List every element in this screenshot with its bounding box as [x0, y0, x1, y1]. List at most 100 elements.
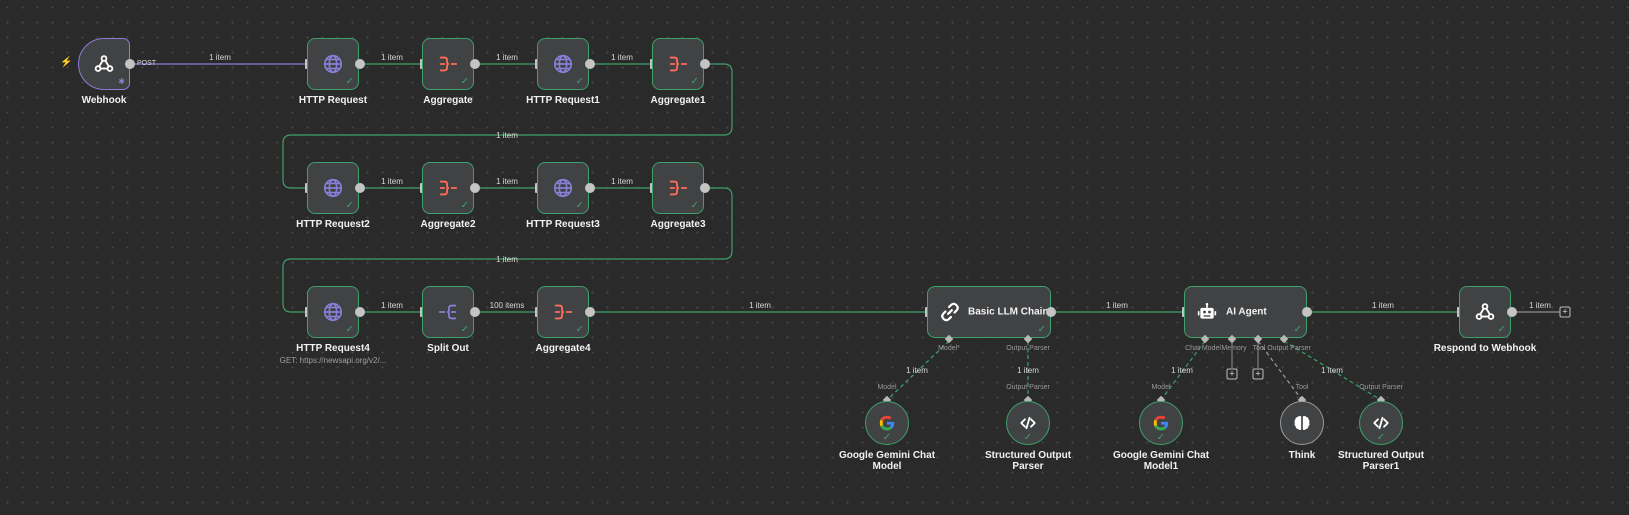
edge-label: 1 item	[496, 177, 518, 186]
success-check-icon: ✓	[460, 200, 469, 211]
node-label: HTTP Request	[298, 95, 368, 106]
port-label: Tool	[1252, 345, 1266, 352]
node-aggregate2[interactable]: ✓	[422, 162, 474, 214]
node-aggregate1[interactable]: ✓	[652, 38, 704, 90]
pin-icon: ✱	[118, 77, 125, 86]
node-label: Parser	[1012, 461, 1044, 472]
output-handle[interactable]	[470, 59, 480, 69]
output-handle[interactable]	[585, 183, 595, 193]
edge-label: 1 item	[496, 53, 518, 62]
success-check-icon: ✓	[345, 200, 354, 211]
node-http-request2[interactable]: ✓	[307, 162, 359, 214]
node-http-request4[interactable]: ✓	[307, 286, 359, 338]
connection-wrap	[282, 63, 733, 189]
node-http-request1[interactable]: ✓	[537, 38, 589, 90]
output-handle[interactable]	[470, 307, 480, 317]
node-label: Structured Output	[984, 450, 1072, 461]
edge-label: 1 item	[209, 53, 231, 62]
globe-icon	[323, 302, 343, 322]
link-chain-icon	[941, 302, 959, 322]
node-structured-output-parser1[interactable]: ✓	[1359, 401, 1403, 445]
add-memory-button[interactable]: +	[1226, 368, 1238, 380]
output-handle[interactable]	[355, 183, 365, 193]
code-brackets-icon	[1373, 416, 1389, 430]
google-g-icon	[879, 415, 895, 431]
port-label: Model*	[938, 345, 960, 352]
node-think[interactable]	[1280, 401, 1324, 445]
globe-icon	[553, 178, 573, 198]
edge-label: 1 item	[381, 301, 403, 310]
output-handle[interactable]	[585, 307, 595, 317]
success-check-icon: ✓	[575, 76, 584, 87]
aggregate-icon	[554, 304, 573, 320]
node-split-out[interactable]: ✓	[422, 286, 474, 338]
connection-wrap	[282, 187, 733, 313]
edge-label: 1 item	[1171, 366, 1193, 375]
node-label: Aggregate3	[650, 219, 706, 230]
aggregate-icon	[439, 180, 458, 196]
output-handle[interactable]	[355, 307, 365, 317]
node-label: HTTP Request2	[296, 219, 370, 230]
node-label: HTTP Request1	[526, 95, 600, 106]
node-label: Parser1	[1362, 461, 1400, 472]
node-label: Aggregate4	[535, 343, 591, 354]
output-handle[interactable]	[700, 59, 710, 69]
node-label: Aggregate2	[420, 219, 476, 230]
edge-label: 1 item	[906, 366, 928, 375]
node-google-gemini-chat-model[interactable]: ✓	[865, 401, 909, 445]
webhook-method: POST	[137, 60, 157, 67]
output-handle[interactable]	[700, 183, 710, 193]
edge-label: 1 item	[1106, 301, 1128, 310]
port-label: Output Parser	[1267, 345, 1311, 352]
node-label: Model	[872, 461, 902, 472]
node-label: Webhook	[81, 95, 127, 106]
aggregate-icon	[669, 56, 688, 72]
add-tool-button[interactable]: +	[1252, 368, 1264, 380]
success-check-icon: ✓	[575, 324, 584, 335]
node-aggregate3[interactable]: ✓	[652, 162, 704, 214]
node-aggregate4[interactable]: ✓	[537, 286, 589, 338]
node-basic-llm-chain[interactable]: Basic LLM Chain ✓	[927, 286, 1051, 338]
sub-connection-model1	[1160, 340, 1206, 401]
output-handle[interactable]	[125, 59, 135, 69]
output-handle[interactable]	[1507, 307, 1517, 317]
edge-label: 1 item	[1321, 366, 1343, 375]
output-handle[interactable]	[1046, 307, 1056, 317]
edge-label: 1 item	[1017, 366, 1039, 375]
sub-connection-parser1	[1283, 340, 1382, 401]
success-check-icon: ✓	[345, 76, 354, 87]
port-label: Output Parser	[1359, 384, 1403, 391]
port-label: Memory	[1221, 345, 1247, 352]
success-check-icon: ✓	[690, 76, 699, 87]
code-brackets-icon	[1020, 416, 1036, 430]
node-label: Split Out	[427, 343, 469, 354]
node-label: Model1	[1143, 461, 1179, 472]
trigger-bolt-icon: ⚡	[60, 57, 73, 68]
success-check-icon: ✓	[1293, 324, 1302, 335]
output-handle[interactable]	[1302, 307, 1312, 317]
output-handle[interactable]	[470, 183, 480, 193]
node-webhook[interactable]: ✱	[78, 38, 130, 90]
globe-icon	[553, 54, 573, 74]
node-ai-agent[interactable]: AI Agent ✓	[1184, 286, 1307, 338]
node-structured-output-parser[interactable]: ✓	[1006, 401, 1050, 445]
edge-label: 100 items	[489, 301, 525, 310]
node-respond-to-webhook[interactable]: ✓	[1459, 286, 1511, 338]
success-check-icon: ✓	[1156, 432, 1166, 443]
node-http-request[interactable]: ✓	[307, 38, 359, 90]
robot-icon	[1197, 302, 1217, 319]
node-http-request3[interactable]: ✓	[537, 162, 589, 214]
add-node-button[interactable]: +	[1559, 306, 1571, 318]
port-label: Output Parser	[1006, 345, 1050, 352]
success-check-icon: ✓	[1376, 432, 1386, 443]
output-handle[interactable]	[355, 59, 365, 69]
edge-label: 1 item	[1372, 301, 1394, 310]
node-aggregate[interactable]: ✓	[422, 38, 474, 90]
edge-label: 1 item	[496, 131, 518, 140]
node-google-gemini-chat-model1[interactable]: ✓	[1139, 401, 1183, 445]
port-label: Model	[1151, 384, 1171, 391]
node-title: AI Agent	[1226, 306, 1267, 318]
output-handle[interactable]	[585, 59, 595, 69]
